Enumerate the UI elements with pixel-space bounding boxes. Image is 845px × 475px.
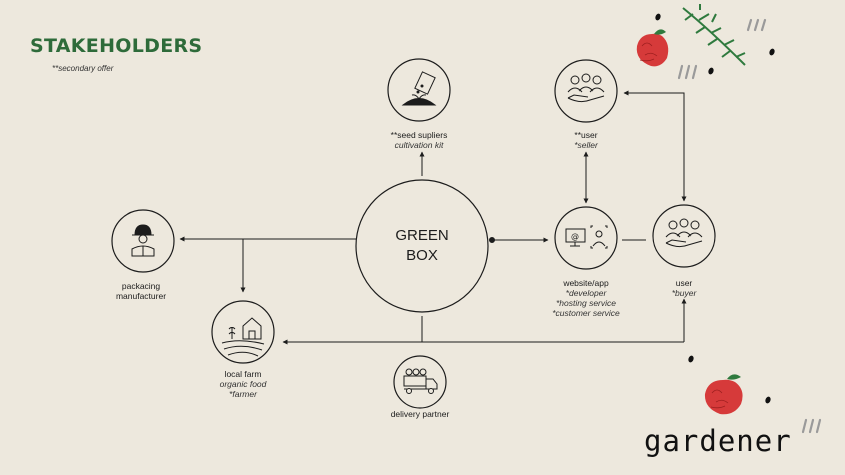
user-buyer-name: user bbox=[675, 278, 693, 288]
website-role-support: *customer service bbox=[552, 308, 620, 318]
website-circle bbox=[554, 206, 618, 270]
greenbox-circle bbox=[355, 179, 489, 313]
user-buyer-role: *buyer bbox=[671, 288, 697, 298]
user-seller-name: **user bbox=[574, 130, 598, 140]
gardener-logo: gardener bbox=[644, 424, 792, 458]
apple-decoration-icon bbox=[636, 29, 669, 67]
delivery-circle bbox=[393, 355, 447, 409]
user-seller-label: **user *seller bbox=[574, 130, 598, 150]
farm-barn-icon bbox=[221, 317, 265, 357]
sketch-strokes bbox=[677, 18, 822, 434]
seed-supplier-label: **seed supliers cultivation kit bbox=[391, 130, 448, 150]
user-seller-circle bbox=[554, 59, 618, 123]
computer-support-icon: @ bbox=[565, 225, 608, 249]
greenbox-label-line1: GREEN bbox=[395, 227, 449, 244]
local-farm-role: *farmer bbox=[229, 389, 257, 399]
local-farm-product: organic food bbox=[219, 379, 267, 389]
user-buyer-label: user *buyer bbox=[672, 278, 697, 298]
user-buyer-circle bbox=[652, 204, 716, 268]
seed-bag-icon bbox=[401, 71, 437, 106]
worker-icon bbox=[131, 224, 155, 257]
seed-icon bbox=[769, 48, 775, 56]
user-group-hand-icon bbox=[665, 218, 703, 248]
packaging-circle bbox=[111, 209, 175, 273]
page-subtitle: **secondary offer bbox=[52, 64, 114, 73]
greenbox-label-line2: BOX bbox=[406, 247, 438, 264]
seed-icon bbox=[708, 67, 714, 75]
herb-sprig-icon bbox=[682, 4, 746, 66]
connectors bbox=[179, 90, 687, 345]
packaging-name-line2: manufacturer bbox=[115, 291, 167, 301]
seed-icon bbox=[765, 396, 771, 404]
website-role-hosting: *hosting service bbox=[555, 298, 616, 308]
page-title: STAKEHOLDERS bbox=[30, 35, 203, 57]
user-seller-role: *seller bbox=[574, 140, 598, 150]
seed-icon bbox=[655, 13, 661, 21]
packaging-name-line1: packacing bbox=[121, 281, 161, 291]
dot-greenbox-link bbox=[489, 237, 495, 243]
website-label: website/app *developer *hosting service … bbox=[552, 278, 620, 318]
seed-decorations bbox=[655, 13, 775, 404]
user-group-hand-icon bbox=[567, 73, 605, 103]
seed-supplier-name: **seed supliers bbox=[390, 130, 448, 140]
delivery-name: delivery partner bbox=[390, 409, 450, 419]
local-farm-label: local farm organic food *farmer bbox=[220, 369, 267, 399]
website-role-developer: *developer bbox=[565, 288, 607, 298]
local-farm-circle bbox=[211, 300, 275, 364]
seed-icon bbox=[688, 355, 694, 363]
svg-text:@: @ bbox=[571, 232, 579, 241]
arrow-seller-buyer bbox=[623, 90, 687, 202]
delivery-label: delivery partner bbox=[391, 409, 450, 419]
packaging-label: packacing manufacturer bbox=[116, 281, 166, 301]
seed-supplier-circle bbox=[387, 58, 451, 122]
website-name: website/app bbox=[563, 278, 609, 288]
apple-decoration-icon bbox=[704, 374, 743, 415]
delivery-truck-icon bbox=[403, 368, 438, 394]
local-farm-name: local farm bbox=[224, 369, 262, 379]
greenbox-label: GREEN BOX bbox=[395, 226, 448, 266]
seed-supplier-detail: cultivation kit bbox=[394, 140, 444, 150]
